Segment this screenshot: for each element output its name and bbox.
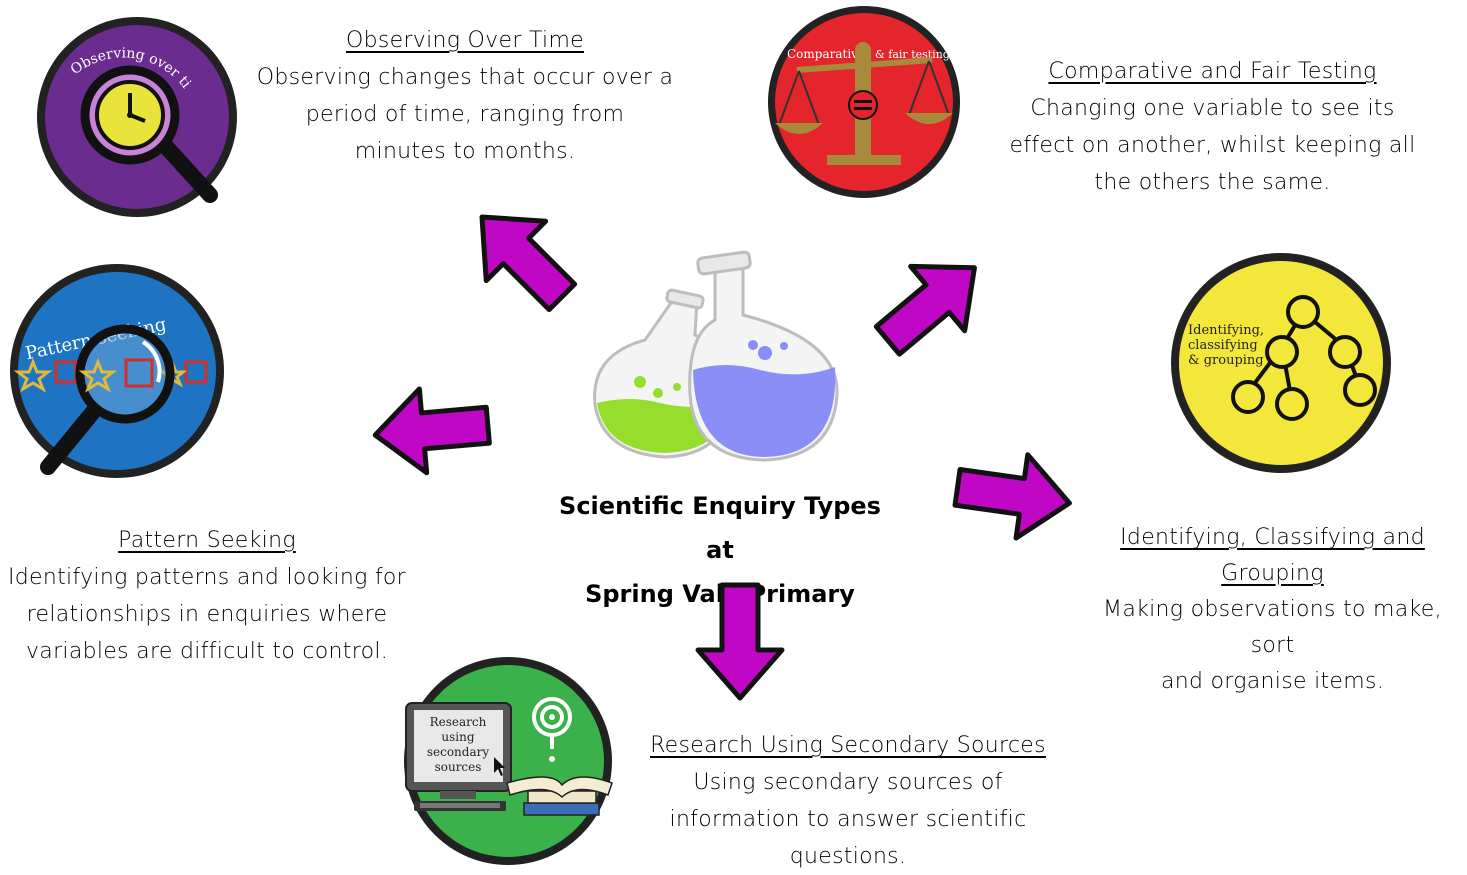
identifying-desc-line2: and organise items. xyxy=(1160,669,1385,694)
flasks-illustration xyxy=(593,250,839,462)
center-title-line1: Scientific Enquiry Types at xyxy=(559,492,881,564)
observing-desc-line2: period of time, ranging from xyxy=(305,102,625,127)
pattern-description: Pattern Seeking Identifying patterns and… xyxy=(2,522,412,670)
observing-desc-line1: Observing changes that occur over a xyxy=(256,65,674,90)
blue-flask xyxy=(688,250,839,462)
comparative-desc-line2: effect on another, whilst keeping all xyxy=(1009,133,1416,158)
research-desc-line3: questions. xyxy=(789,844,907,869)
pattern-seeking-badge: Pattern seeking xyxy=(10,264,224,478)
observing-title: Observing Over Time xyxy=(345,28,585,53)
arrow-up-left xyxy=(452,187,591,326)
comparative-badge: Comparative & fair testing xyxy=(768,6,960,198)
observing-desc-line3: minutes to months. xyxy=(354,139,576,164)
research-badge-label-2: using xyxy=(441,730,474,744)
identifying-description: Identifying, Classifying and Grouping Ma… xyxy=(1080,520,1465,700)
research-description: Research Using Secondary Sources Using s… xyxy=(628,727,1068,875)
identifying-title-line1: Identifying, Classifying and xyxy=(1120,525,1425,550)
observing-description: Observing Over Time Observing changes th… xyxy=(240,22,690,170)
comparative-desc-line3: the others the same. xyxy=(1094,170,1331,195)
identifying-title-line2: Grouping xyxy=(1221,561,1324,586)
arrow-right xyxy=(952,446,1076,545)
research-badge-label-3: secondary xyxy=(427,745,490,759)
pattern-title: Pattern Seeking xyxy=(118,528,296,553)
comparative-badge-label-1: Comparative xyxy=(787,47,865,61)
observing-over-time-badge: Observing over time xyxy=(35,15,237,217)
research-badge: Research using secondary sources xyxy=(404,657,613,865)
identifying-badge-label-2: classifying xyxy=(1188,338,1258,353)
identifying-badge-label-1: Identifying, xyxy=(1188,323,1264,338)
comparative-desc-line1: Changing one variable to see its xyxy=(1030,96,1395,121)
arrow-down xyxy=(698,585,782,698)
comparative-description: Comparative and Fair Testing Changing on… xyxy=(990,53,1435,201)
pattern-desc-line2: relationships in enquiries where xyxy=(26,602,388,627)
research-title: Research Using Secondary Sources xyxy=(650,733,1046,758)
arrow-left xyxy=(372,383,492,477)
pattern-desc-line3: variables are difficult to control. xyxy=(25,639,389,664)
identifying-badge-label-3: & grouping xyxy=(1188,353,1264,368)
pattern-desc-line1: Identifying patterns and looking for xyxy=(7,565,407,590)
research-desc-line1: Using secondary sources of xyxy=(693,770,1003,795)
comparative-title: Comparative and Fair Testing xyxy=(1048,59,1377,84)
arrow-up-right xyxy=(861,236,1002,373)
identifying-desc-line1: Making observations to make, sort xyxy=(1103,597,1442,658)
research-badge-label-1: Research xyxy=(430,715,487,729)
identifying-badge: Identifying, classifying & grouping xyxy=(1171,253,1391,473)
research-desc-line2: information to answer scientific xyxy=(669,807,1027,832)
research-badge-label-4: sources xyxy=(435,760,482,774)
